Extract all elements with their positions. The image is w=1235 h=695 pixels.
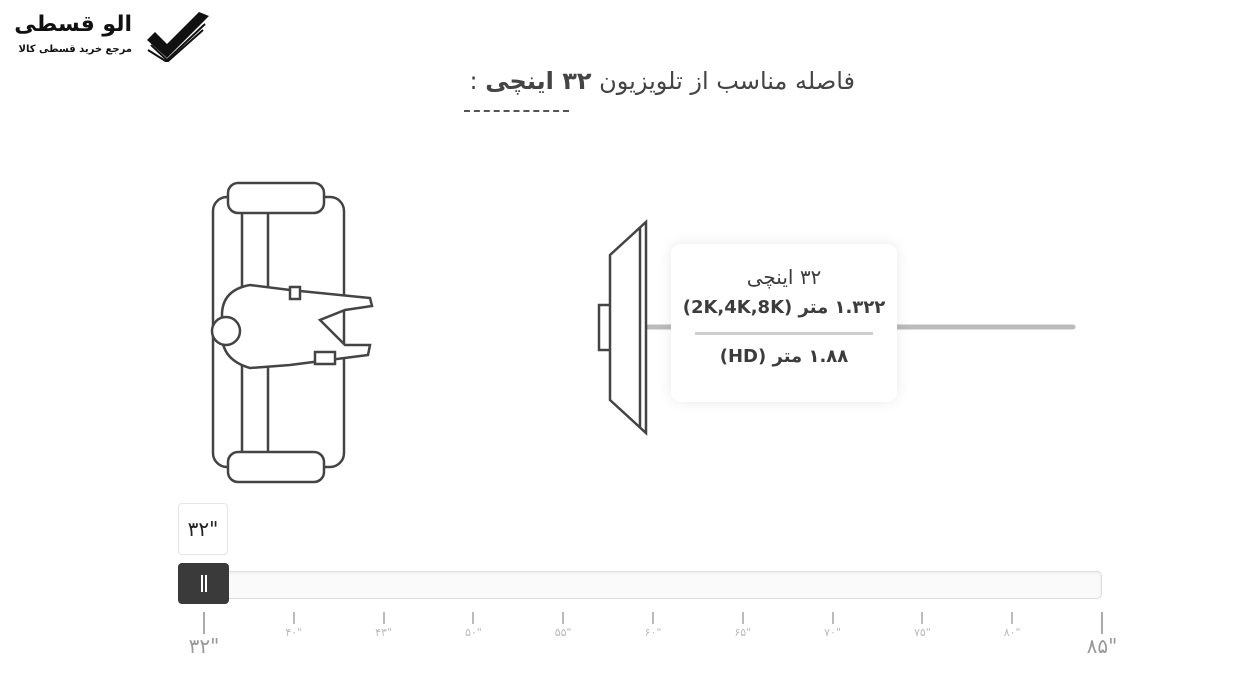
tick-label: ۵۰" xyxy=(464,626,482,639)
distance-info-card: ۳۲ اینچی ۱.۳۲۲ متر (2K,4K,8K) ۱.۸۸ متر (… xyxy=(671,244,897,402)
tick-mark xyxy=(1011,612,1014,624)
slider-tick[interactable]: ۳۲" xyxy=(174,612,234,658)
title-underline xyxy=(464,110,569,112)
tick-mark xyxy=(741,612,744,624)
tick-mark xyxy=(382,612,385,624)
slider-tick[interactable]: ۸۰" xyxy=(982,612,1042,640)
tick-mark xyxy=(472,612,475,624)
tv-size-slider-track[interactable] xyxy=(180,571,1102,599)
card-distance-hd: ۱.۸۸ متر (HD) xyxy=(719,346,849,367)
tick-mark xyxy=(831,612,834,624)
tick-mark xyxy=(921,612,924,624)
card-divider xyxy=(695,332,873,335)
grip-icon xyxy=(204,575,207,592)
page-title: فاصله مناسب از تلویزیون ۳۲ اینچی : xyxy=(470,66,856,96)
title-suffix: : xyxy=(469,67,478,95)
logo-name: الو قسطی xyxy=(14,12,132,37)
tick-mark xyxy=(1101,612,1103,634)
tick-mark xyxy=(562,612,565,624)
tick-mark xyxy=(652,612,654,624)
tv-icon xyxy=(597,219,648,436)
tick-label: ۸۵" xyxy=(1086,634,1118,658)
slider-tick[interactable]: ۵۵" xyxy=(533,612,593,640)
tick-label: ۸۰" xyxy=(1003,626,1021,639)
slider-tick[interactable]: ۷۵" xyxy=(892,612,952,640)
tick-label: ۴۰" xyxy=(285,626,303,639)
tick-label: ۶۵" xyxy=(734,626,752,639)
tick-mark xyxy=(292,612,295,624)
logo-tagline: مرجع خرید قسطی کالا xyxy=(18,44,132,55)
slider-tick[interactable]: ۴۳" xyxy=(354,612,414,640)
tick-label: ۷۰" xyxy=(824,626,842,639)
slider-tick[interactable]: ۷۰" xyxy=(803,612,863,640)
slider-tick[interactable]: ۶۰" xyxy=(623,612,683,640)
tick-label: ۳۲" xyxy=(188,634,220,658)
tick-label: ۵۵" xyxy=(554,626,572,639)
grip-icon xyxy=(200,575,203,592)
tick-label: ۶۰" xyxy=(644,626,662,639)
card-size: ۳۲ اینچی xyxy=(746,265,822,289)
slider-handle[interactable] xyxy=(178,563,229,604)
slider-value-tooltip: ۳۲" xyxy=(178,503,228,555)
logo[interactable]: الو قسطی مرجع خرید قسطی کالا xyxy=(12,12,209,62)
check-logo-icon xyxy=(147,12,209,62)
tick-mark xyxy=(203,612,205,634)
slider-tick[interactable]: ۸۵" xyxy=(1072,612,1132,658)
viewing-distance-illustration xyxy=(210,181,1076,484)
slider-tick[interactable]: ۵۰" xyxy=(443,612,503,640)
person-icon xyxy=(210,283,374,370)
tick-label: ۷۵" xyxy=(913,626,931,639)
tick-label: ۴۳" xyxy=(375,626,393,639)
title-size: ۳۲ اینچی xyxy=(485,67,592,95)
slider-tick[interactable]: ۴۰" xyxy=(264,612,324,640)
slider-tick[interactable]: ۶۵" xyxy=(713,612,773,640)
title-prefix: فاصله مناسب از تلویزیون xyxy=(599,67,855,95)
card-distance-4k: ۱.۳۲۲ متر (2K,4K,8K) xyxy=(682,297,886,318)
